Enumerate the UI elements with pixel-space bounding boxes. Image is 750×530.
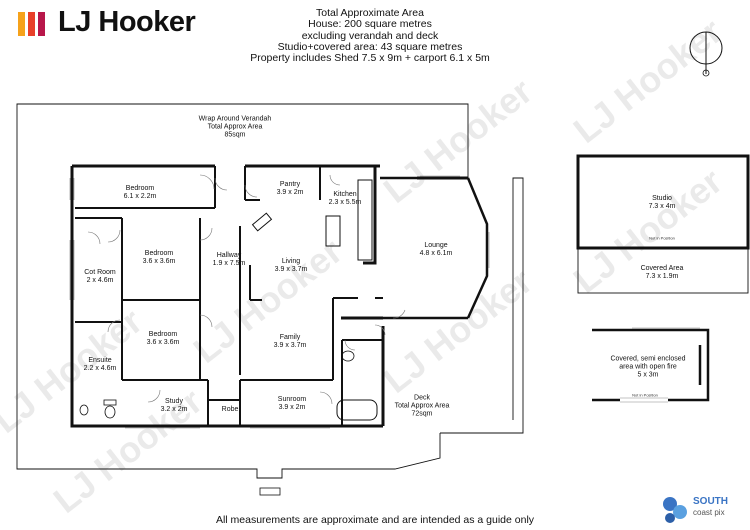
kitchen-island	[325, 215, 341, 247]
area-summary-line: Studio+covered area: 43 square metres	[277, 40, 463, 53]
door-swings	[87, 174, 406, 405]
area-summary-line: House: 200 square metres	[308, 18, 432, 31]
compass-icon	[689, 31, 723, 77]
step	[259, 487, 281, 496]
verandah-outline	[16, 103, 524, 479]
semi-position-note: Not in Position	[632, 392, 658, 398]
brand-logo-mark	[18, 12, 45, 36]
south-coast-pix-logo-icon	[663, 497, 687, 523]
stove-icon	[251, 212, 273, 232]
basin-icon	[79, 404, 89, 416]
logo-bar-crimson	[38, 12, 45, 36]
area-summary-line: Total Approximate Area	[316, 7, 424, 19]
area-summary-line: excluding verandah and deck	[301, 29, 439, 42]
area-summary-line: Property includes Shed 7.5 x 9m + carpor…	[250, 52, 490, 65]
covered-area-outline	[577, 247, 749, 294]
studio-position-note: Not in Position	[649, 235, 675, 241]
semi-enclosed-outline	[592, 328, 710, 402]
lounge-bay-walls	[380, 176, 489, 320]
badge-title: SOUTH	[693, 496, 728, 507]
house-walls	[70, 164, 468, 428]
logo-bar-red	[28, 12, 35, 36]
interior-walls	[75, 166, 383, 426]
toilet-icon	[341, 350, 355, 362]
badge-subtitle: coast pix	[693, 508, 725, 517]
photographer-badge: SOUTH coast pix	[658, 494, 748, 526]
area-summary: Total Approximate Area House: 200 square…	[200, 7, 540, 65]
window-lines	[69, 175, 490, 429]
bathtub-icon	[336, 399, 378, 421]
logo-bar-orange	[18, 12, 25, 36]
toilet-icon	[104, 405, 116, 419]
brand-logo-text: LJ Hooker	[58, 6, 196, 38]
kitchen-bench	[357, 179, 373, 261]
robe-label: Robe	[221, 405, 239, 413]
disclaimer: All measurements are approximate and are…	[215, 514, 535, 526]
